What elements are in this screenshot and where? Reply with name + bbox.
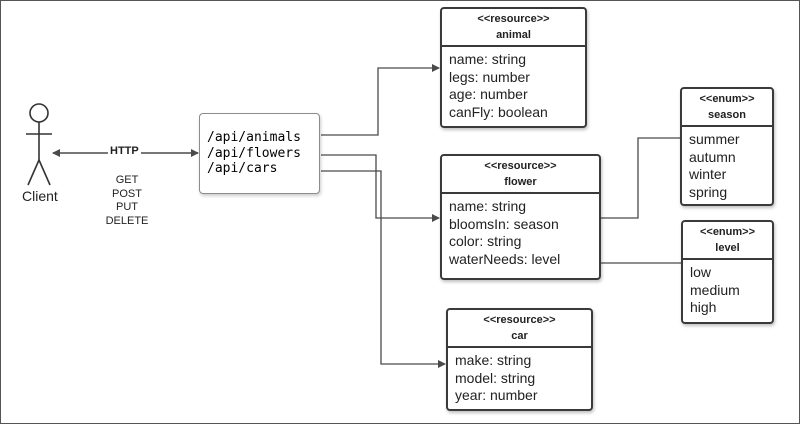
attribute: year: number — [455, 387, 538, 403]
attribute: model: string — [455, 369, 536, 386]
enum-value: winter — [689, 166, 727, 182]
enum-level: <<enum>> level low medium high — [681, 220, 774, 324]
resource-car-header: <<resource>> car — [448, 310, 591, 348]
http-label: HTTP — [108, 145, 141, 157]
stereotype: <<enum>> — [699, 226, 756, 238]
enum-value: summer — [689, 131, 740, 147]
attribute: bloomsIn: season — [449, 215, 559, 232]
endpoint-animals: /api/animals — [207, 130, 301, 145]
enum-season-header: <<enum>> season — [682, 89, 772, 127]
attribute: canFly: boolean — [449, 103, 548, 120]
attribute: name: string — [449, 198, 527, 214]
link-animals — [321, 64, 440, 136]
api-endpoints-box: /api/animals /api/flowers /api/cars — [199, 113, 320, 194]
method-post: POST — [112, 187, 142, 200]
link-season — [601, 137, 680, 219]
attribute: name: string — [449, 51, 527, 67]
resource-animal-attributes: name: string legs: number age: number ca… — [442, 47, 585, 125]
attribute: age: number — [449, 86, 528, 102]
enum-value: autumn — [689, 148, 736, 165]
resource-car: <<resource>> car make: string model: str… — [446, 308, 593, 411]
resource-name: car — [511, 330, 528, 342]
attribute: legs: number — [449, 68, 530, 85]
link-flowers — [321, 154, 440, 222]
resource-flower: <<resource>> flower name: string bloomsI… — [440, 154, 601, 280]
enum-level-header: <<enum>> level — [683, 222, 772, 260]
resource-flower-attributes: name: string bloomsIn: season color: str… — [442, 194, 599, 272]
method-put: PUT — [116, 201, 138, 213]
endpoint-cars: /api/cars — [207, 161, 278, 176]
method-get: GET — [115, 174, 139, 186]
resource-car-attributes: make: string model: string year: number — [448, 348, 591, 409]
http-methods: GET POST PUT DELETE — [100, 174, 154, 228]
stereotype: <<enum>> — [699, 93, 755, 105]
stereotype: <<resource>> — [484, 160, 557, 172]
attribute: waterNeeds: level — [449, 250, 561, 267]
resource-animal-header: <<resource>> animal — [442, 9, 585, 47]
client-actor-icon — [26, 103, 52, 186]
stereotype: <<resource>> — [477, 13, 550, 25]
enum-value: high — [690, 299, 717, 315]
enum-value: low — [690, 264, 712, 280]
attribute: color: string — [449, 233, 522, 249]
attribute: make: string — [455, 352, 532, 368]
method-delete: DELETE — [105, 214, 149, 227]
client-label: Client — [22, 188, 58, 204]
stereotype: <<resource>> — [483, 314, 556, 326]
enum-name: level — [715, 242, 740, 254]
resource-name: animal — [496, 29, 531, 41]
enum-value: medium — [690, 281, 740, 298]
enum-level-values: low medium high — [683, 260, 772, 321]
enum-season-values: summer autumn winter spring — [682, 127, 772, 205]
enum-value: spring — [689, 183, 728, 200]
resource-animal: <<resource>> animal name: string legs: n… — [440, 7, 587, 128]
enum-season: <<enum>> season summer autumn winter spr… — [680, 87, 774, 206]
resource-name: flower — [504, 176, 537, 188]
resource-flower-header: <<resource>> flower — [442, 156, 599, 194]
enum-name: season — [708, 109, 746, 121]
link-cars — [321, 170, 446, 368]
endpoint-flowers: /api/flowers — [207, 145, 301, 161]
